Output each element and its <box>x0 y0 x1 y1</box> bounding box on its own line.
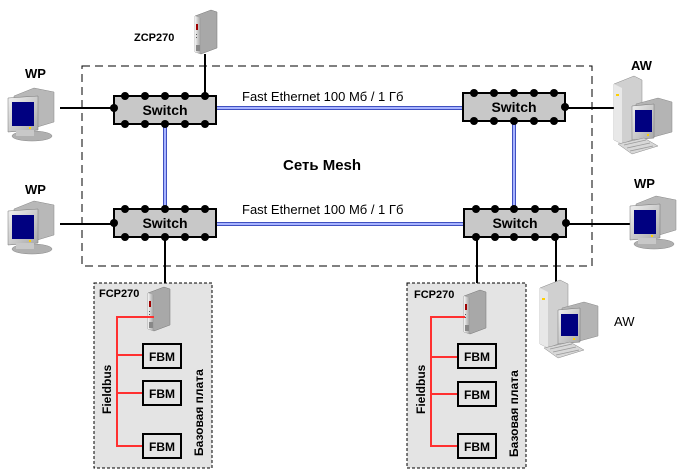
svg-text:FBM: FBM <box>149 350 175 364</box>
svg-text:FBM: FBM <box>464 350 490 364</box>
fieldbus-label: Fieldbus <box>100 364 114 414</box>
switch-ports <box>470 89 569 125</box>
switch-label: Switch <box>142 102 187 118</box>
switch-label: Switch <box>492 215 537 231</box>
fcp270-label: FCP270 <box>99 288 139 300</box>
link-label-bottom: Fast Ethernet 100 Мб / 1 Гб <box>242 202 403 217</box>
fbm-module[interactable]: FBM <box>142 433 182 459</box>
fieldbus-lines <box>116 316 154 447</box>
fbm-module[interactable]: FBM <box>457 343 497 369</box>
wp-top-left-label: WP <box>25 66 46 81</box>
fieldbus-lines <box>430 316 465 447</box>
mesh-title: Сеть Mesh <box>283 157 361 174</box>
switch-ports <box>110 205 209 241</box>
controller-panel-left: FCP270 FBM FBM FBM Fieldbus Базовая плат… <box>93 282 213 469</box>
svg-text:FBM: FBM <box>149 440 175 454</box>
baseplate-label: Базовая плата <box>192 369 206 456</box>
fieldbus-label: Fieldbus <box>414 364 428 414</box>
svg-text:FBM: FBM <box>464 440 490 454</box>
wp-bottom-right-label: WP <box>634 176 655 191</box>
mesh-links <box>163 106 516 226</box>
aw-top-right-workstation-icon[interactable] <box>613 75 673 155</box>
wp-bottom-right-monitor-icon[interactable] <box>629 195 677 250</box>
aw-bottom-right-workstation-icon[interactable] <box>539 279 599 359</box>
fbm-module[interactable]: FBM <box>142 343 182 369</box>
aw-bottom-right-label: AW <box>614 314 635 329</box>
wp-bottom-left-monitor-icon[interactable] <box>7 200 55 255</box>
link-label-top: Fast Ethernet 100 Мб / 1 Гб <box>242 89 403 104</box>
wp-top-left-monitor-icon[interactable] <box>7 87 55 142</box>
aw-top-right-label: AW <box>631 58 653 73</box>
svg-text:FBM: FBM <box>149 387 175 401</box>
fbm-module[interactable]: FBM <box>142 380 182 406</box>
switch-bottom-right[interactable]: Switch <box>463 205 570 241</box>
controller-panel-right: FCP270 FBM FBM FBM Fieldbus Базовая плат… <box>406 282 527 469</box>
switch-label: Switch <box>491 99 536 115</box>
switch-label: Switch <box>142 215 187 231</box>
svg-text:FBM: FBM <box>464 388 490 402</box>
switch-ports <box>472 205 570 241</box>
switch-top-right[interactable]: Switch <box>462 89 569 125</box>
switch-top-left[interactable]: Switch <box>110 92 217 128</box>
mesh-boundary <box>81 65 593 267</box>
zcp270-device-icon[interactable] <box>194 9 218 55</box>
switch-ports <box>110 92 209 128</box>
baseplate-label: Базовая плата <box>507 370 521 457</box>
fcp270-device-icon[interactable] <box>463 289 487 335</box>
switch-bottom-left[interactable]: Switch <box>110 205 217 241</box>
connection-lines <box>60 54 630 285</box>
fcp270-label: FCP270 <box>414 289 454 301</box>
wp-bottom-left-label: WP <box>25 182 46 197</box>
fbm-module[interactable]: FBM <box>457 433 497 459</box>
zcp270-label: ZCP270 <box>134 32 174 44</box>
fcp270-device-icon[interactable] <box>147 286 171 332</box>
fbm-module[interactable]: FBM <box>457 381 497 407</box>
